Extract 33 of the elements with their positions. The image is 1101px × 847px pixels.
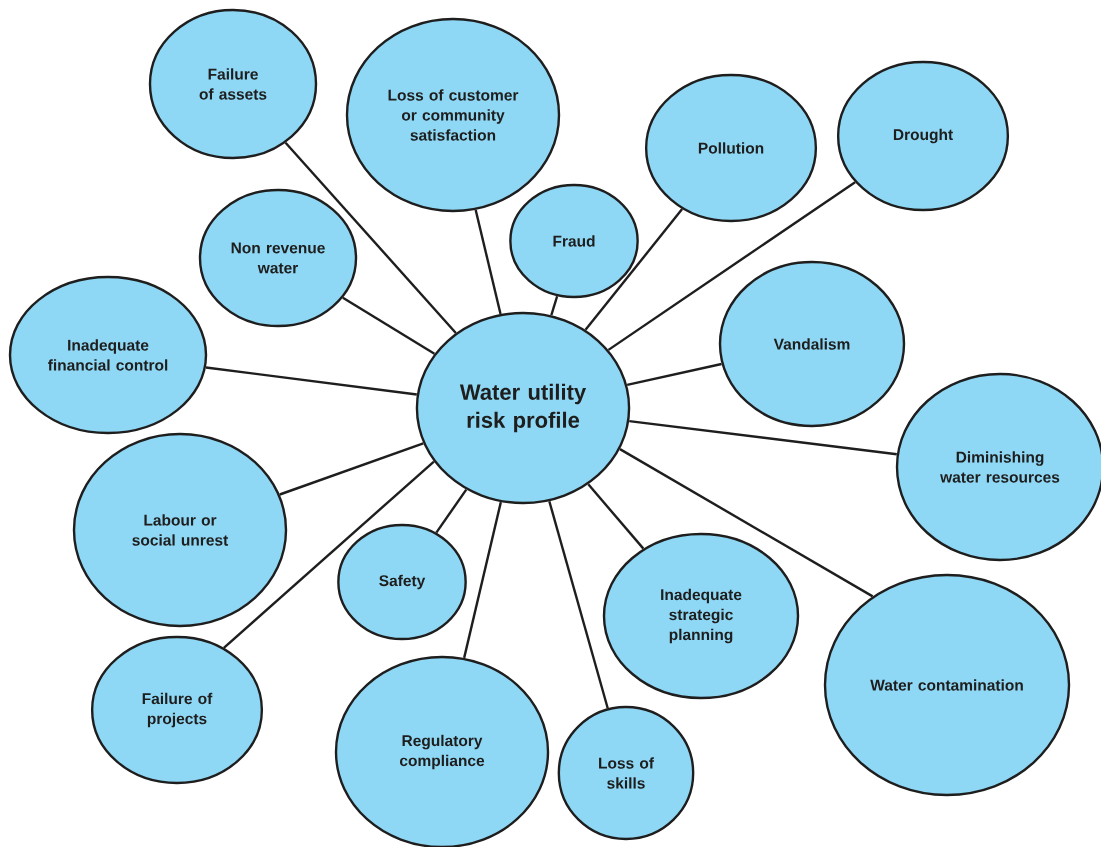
risk-bubble: Failure of projects	[90, 635, 264, 785]
risk-bubble: Vandalism	[718, 260, 906, 428]
risk-bubble: Pollution	[644, 73, 818, 223]
connector-line	[584, 208, 684, 331]
risk-bubble: Safety	[337, 523, 467, 641]
risk-bubble: Inadequate strategic planning	[602, 532, 800, 700]
risk-bubble: Fraud	[509, 183, 639, 299]
risk-bubble: Loss of skills	[557, 705, 695, 841]
risk-bubble: Water contamination	[823, 573, 1071, 797]
connector-line	[587, 483, 645, 550]
connector-line	[279, 442, 424, 496]
risk-bubble: Diminishing water resources	[895, 372, 1101, 562]
connector-line	[463, 501, 502, 659]
risk-bubble: Regulatory compliance	[334, 655, 550, 847]
risk-bubble: Non revenue water	[198, 188, 358, 328]
connector-line	[342, 296, 436, 355]
risk-bubble: Drought	[836, 60, 1010, 212]
connector-line	[223, 460, 435, 649]
connector-line	[205, 366, 417, 396]
connector-line	[284, 141, 457, 334]
connector-line	[607, 181, 856, 351]
connector-line	[629, 419, 897, 456]
connector-line	[435, 488, 468, 534]
connector-line	[548, 500, 609, 709]
connector-line	[619, 448, 874, 598]
connector-line	[474, 209, 502, 315]
risk-bubble: Labour or social unrest	[72, 432, 288, 628]
center-bubble: Water utility risk profile	[415, 311, 631, 505]
risk-bubble: Loss of customer or community satisfaction	[345, 17, 561, 213]
connector-line	[550, 295, 559, 316]
connector-line	[626, 362, 722, 387]
risk-bubble: Failure of assets	[148, 8, 318, 160]
risk-bubble: Inadequate financial control	[8, 275, 208, 435]
